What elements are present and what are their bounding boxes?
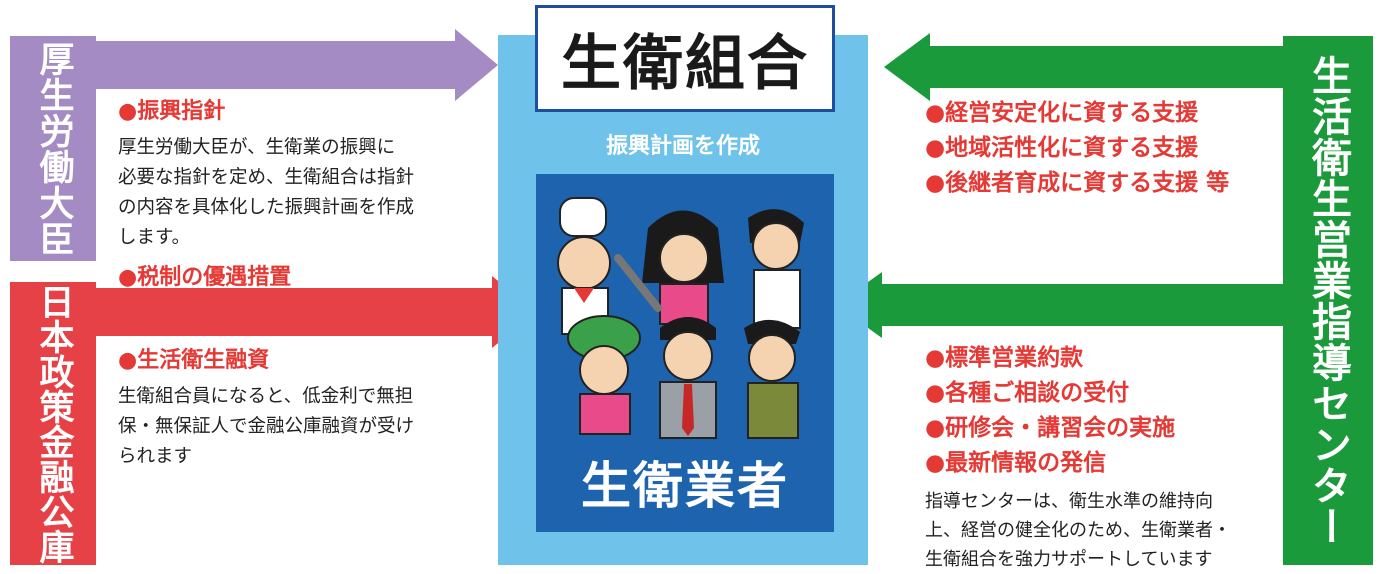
plan-label: 振興計画を作成 <box>605 134 760 159</box>
people-illustration <box>557 197 804 439</box>
business-label: 生衛業者 <box>581 457 789 515</box>
arrow-center-to-union <box>884 33 1283 101</box>
arrow-center-to-business <box>836 272 1283 338</box>
guidance-center-label: 生活衛生営業指導センター <box>1305 54 1351 547</box>
mhlw-box: 厚生労働大臣 <box>10 36 96 261</box>
tax-preference-heading: ●税制の優遇措置 <box>118 265 292 290</box>
body-line: 指導センターは、衛生水準の維持向 <box>925 491 1213 512</box>
union-support-list: ●経営安定化に資する支援 ●地域活性化に資する支援 ●後継者育成に資する支援 等 <box>925 96 1265 201</box>
jfc-label: 日本政策金融公庫 <box>33 283 74 564</box>
center-description: 指導センターは、衛生水準の維持向 上、経営の健全化のため、生衛業者・ 生衛組合を… <box>925 487 1285 574</box>
jfc-info: ●生活衛生融資 生衛組合員になると、低金利で無担 保・無保証人で金融公庫融資が受… <box>118 342 478 472</box>
support-item: ●後継者育成に資する支援 等 <box>925 170 1230 196</box>
center-services: ●標準営業約款 ●各種ご相談の受付 ●研修会・講習会の実施 ●最新情報の発信 指… <box>925 341 1285 574</box>
body-line: 保・無保証人で金融公庫融資が受け <box>118 416 415 437</box>
support-item: ●地域活性化に資する支援 <box>925 135 1199 161</box>
body-line: 上、経営の健全化のため、生衛業者・ <box>925 520 1231 541</box>
service-item: ●最新情報の発信 <box>925 450 1107 476</box>
loan-body: 生衛組合員になると、低金利で無担 保・無保証人で金融公庫融資が受け られます <box>118 382 478 472</box>
service-item: ●研修会・講習会の実施 <box>925 415 1176 441</box>
guidance-center-box: 生活衛生営業指導センター <box>1283 36 1373 565</box>
body-line: します。 <box>118 227 191 248</box>
arrow-mhlw-to-union <box>96 29 498 101</box>
loan-heading: ●生活衛生融資 <box>118 348 270 373</box>
arrow-jfc-to-business <box>96 276 536 348</box>
body-line: 厚生労働大臣が、生衛業の振興に <box>118 137 396 158</box>
mhlw-label: 厚生労働大臣 <box>33 40 74 257</box>
promotion-guideline-heading: ●振興指針 <box>118 99 226 124</box>
body-line: の内容を具体化した振興計画を作成 <box>118 197 415 218</box>
support-item: ●経営安定化に資する支援 <box>925 100 1199 126</box>
body-line: 生衛組合員になると、低金利で無担 <box>118 386 414 407</box>
service-item: ●標準営業約款 <box>925 345 1084 371</box>
body-line: 生衛組合を強力サポートしています <box>925 549 1213 570</box>
mhlw-info: ●振興指針 厚生労働大臣が、生衛業の振興に 必要な指針を定め、生衛組合は指針 の… <box>118 93 478 291</box>
promotion-guideline-body: 厚生労働大臣が、生衛業の振興に 必要な指針を定め、生衛組合は指針 の内容を具体化… <box>118 133 478 253</box>
service-item: ●各種ご相談の受付 <box>925 380 1130 406</box>
union-box: 生衛組合 <box>535 5 835 112</box>
jfc-box: 日本政策金融公庫 <box>10 282 96 565</box>
body-line: られます <box>118 446 193 467</box>
union-title: 生衛組合 <box>561 29 809 99</box>
body-line: 必要な指針を定め、生衛組合は指針 <box>118 167 415 188</box>
